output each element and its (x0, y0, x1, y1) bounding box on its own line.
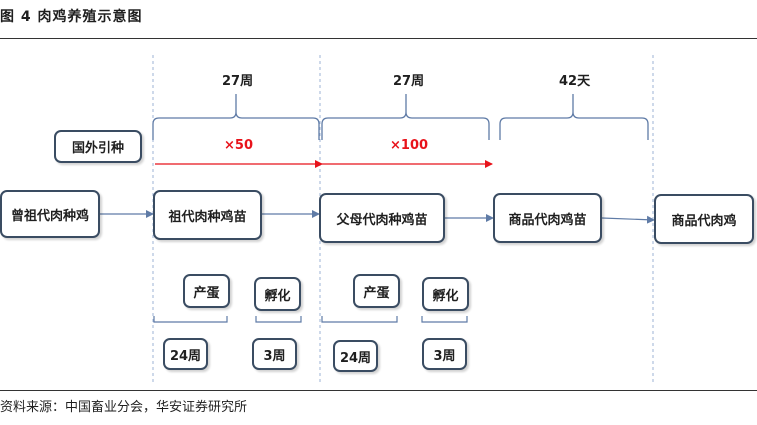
bottom-bracket (255, 316, 302, 323)
sub-duration-box: 3周 (252, 338, 297, 370)
top-duration-label: 27周 (393, 74, 425, 89)
stage-box: 祖代肉种鸡苗 (153, 190, 262, 240)
sub-duration-box: 3周 (422, 338, 467, 370)
sub-step-box: 产蛋 (183, 274, 230, 308)
stage-box: 父母代肉种鸡苗 (319, 193, 445, 243)
stage-box: 商品代肉鸡苗 (493, 193, 602, 243)
sub-step-box: 孵化 (422, 277, 469, 311)
top-brace (321, 94, 490, 140)
sub-step-box: 产蛋 (353, 274, 400, 308)
top-brace (152, 94, 320, 140)
multiplier-label: ×100 (390, 138, 429, 153)
stage-box: 曾祖代肉种鸡 (0, 190, 100, 238)
top-rule (0, 38, 757, 39)
bottom-bracket (421, 316, 468, 323)
sub-step-box: 孵化 (254, 277, 301, 311)
bottom-bracket (153, 316, 228, 323)
figure-title: 图 4 肉鸡养殖示意图 (0, 9, 143, 25)
top-brace (499, 94, 649, 140)
stage-box: 商品代肉鸡 (654, 194, 754, 244)
multiplier-label: ×50 (224, 138, 253, 153)
import-box: 国外引种 (54, 130, 142, 163)
flow-arrow (601, 215, 655, 224)
sub-duration-box: 24周 (163, 338, 208, 370)
top-duration-label: 42天 (559, 74, 591, 89)
bottom-bracket (321, 316, 398, 323)
sub-duration-box: 24周 (333, 340, 378, 372)
source-note: 资料来源：中国畜业分会，华安证券研究所 (0, 400, 248, 415)
bottom-rule (0, 390, 757, 391)
top-duration-label: 27周 (222, 74, 254, 89)
